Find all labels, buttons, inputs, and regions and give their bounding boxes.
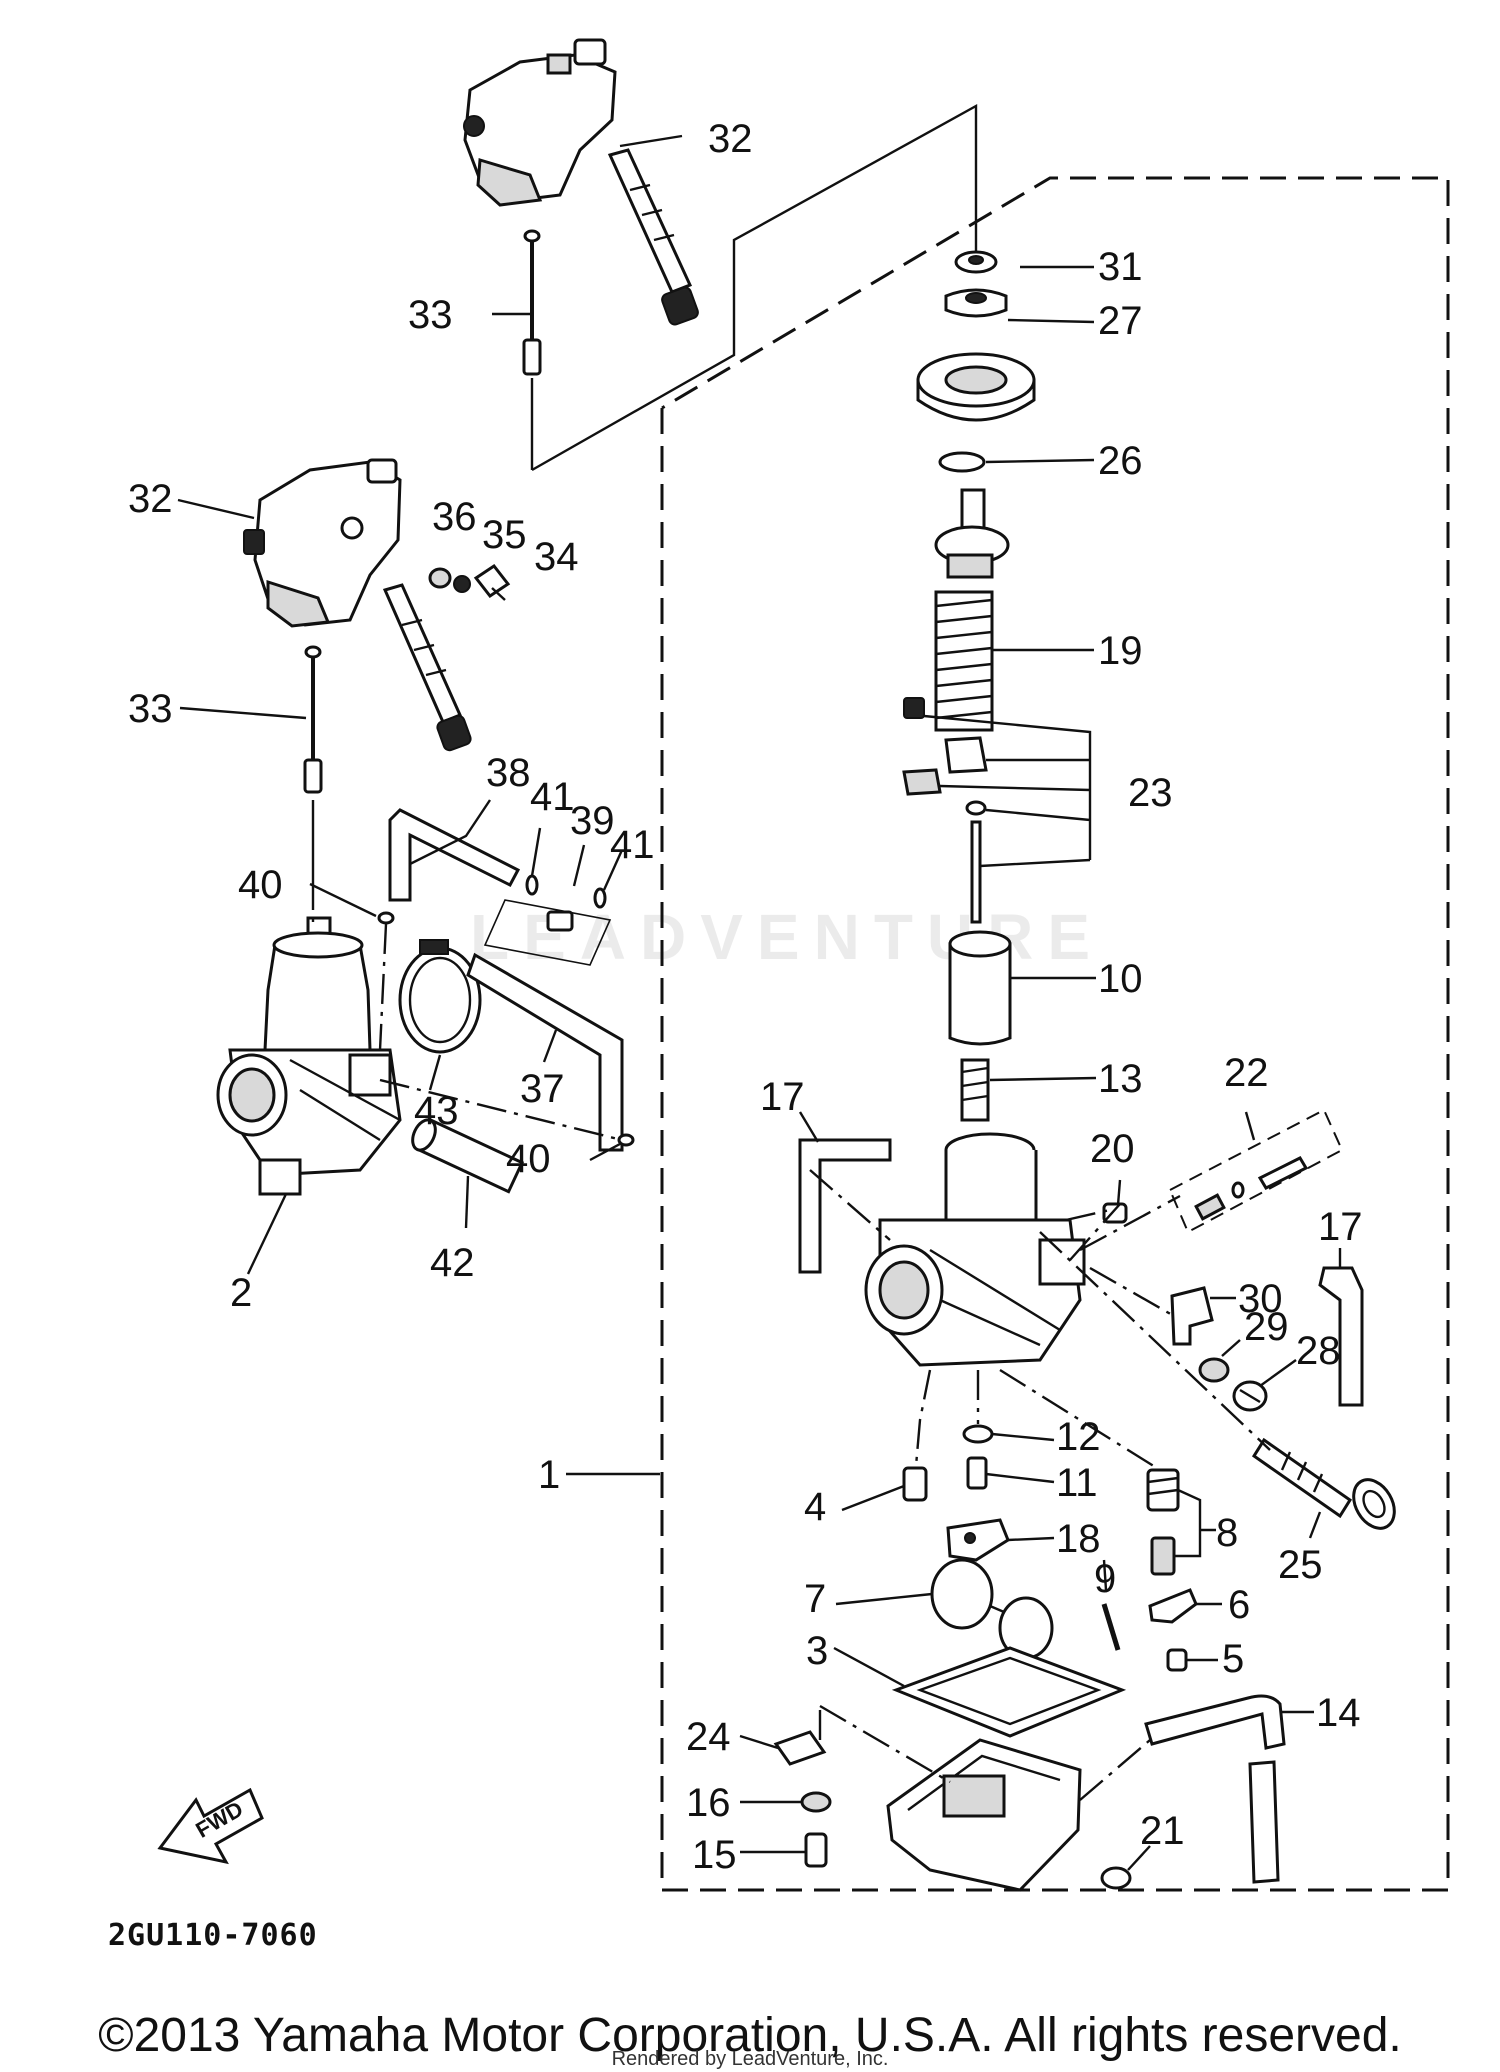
needle-set-23 [902, 697, 988, 924]
throttle-housing-lower [243, 458, 472, 752]
callout-2: 2 [230, 1271, 252, 1315]
screw-28 [1232, 1380, 1268, 1412]
washer-16 [800, 1791, 832, 1813]
callout-40a: 40 [238, 863, 283, 907]
callout-12: 12 [1056, 1415, 1101, 1459]
callout-26: 26 [1098, 439, 1143, 483]
callout-37: 37 [520, 1067, 565, 1111]
callout-35: 35 [482, 513, 527, 557]
callout-9: 9 [1094, 1557, 1116, 1601]
callout-17b: 17 [1318, 1205, 1363, 1249]
callout-38: 38 [486, 751, 531, 795]
diagram-code: 2GU110-7060 [108, 1918, 318, 1953]
jet-4 [902, 1466, 928, 1502]
callout-15: 15 [692, 1833, 737, 1877]
washer-29 [1198, 1357, 1230, 1383]
throttle-cable-upper [522, 229, 542, 470]
plate-24 [773, 1730, 827, 1766]
pilot-kit-22 [1168, 1108, 1344, 1234]
leader-lines [177, 103, 1342, 1871]
spring-19 [934, 590, 994, 732]
cable-adjuster-parts [428, 563, 511, 601]
callout-22: 22 [1224, 1051, 1269, 1095]
hose-37 [466, 952, 624, 1152]
float-chamber [886, 1738, 1082, 1892]
callout-19: 19 [1098, 629, 1143, 673]
callout-28: 28 [1296, 1329, 1341, 1373]
assembly-boundary [660, 176, 1450, 1892]
callout-7: 7 [804, 1577, 826, 1621]
needle-jet-13 [960, 1058, 990, 1122]
callout-25: 25 [1278, 1543, 1323, 1587]
carburetor-body-right [864, 1132, 1086, 1367]
callout-39: 39 [570, 799, 615, 843]
callout-21: 21 [1140, 1809, 1185, 1853]
hose-17 [1318, 1266, 1364, 1407]
callout-4: 4 [804, 1485, 826, 1529]
callout-40b: 40 [506, 1137, 551, 1181]
throttle-housing-upper [463, 38, 699, 326]
callout-16: 16 [686, 1781, 731, 1825]
callout-29: 29 [1244, 1305, 1289, 1349]
callout-14: 14 [1316, 1691, 1361, 1735]
callout-34: 34 [534, 535, 579, 579]
hose-14 [1144, 1694, 1286, 1884]
callout-10: 10 [1098, 957, 1143, 1001]
throttle-cable-lower [303, 645, 323, 880]
callout-labels: 1 2 3 4 5 6 7 8 9 10 11 12 13 14 15 16 1… [128, 117, 1363, 1877]
hose-38 [388, 808, 521, 902]
callout-33b: 33 [128, 687, 173, 731]
jet-11 [966, 1456, 988, 1490]
callout-31: 31 [1098, 245, 1143, 289]
carburetor-assembly-left [216, 916, 402, 1196]
callout-30: 30 [1238, 1277, 1283, 1321]
callout-18: 18 [1056, 1517, 1101, 1561]
o-ring-26 [938, 451, 986, 473]
throttle-slide-10 [948, 930, 1012, 1046]
copyright-notice: ©2013 Yamaha Motor Corporation, U.S.A. A… [98, 2009, 1402, 2062]
callout-41a: 41 [530, 775, 575, 819]
fwd-direction-arrow: FWD [157, 1787, 264, 1865]
callout-11: 11 [1056, 1461, 1098, 1505]
callout-27: 27 [1098, 299, 1143, 343]
callout-41b: 41 [610, 823, 655, 867]
lever-30 [1170, 1286, 1214, 1346]
callout-20: 20 [1090, 1127, 1135, 1171]
bracket-17 [798, 1138, 892, 1274]
callout-32a: 32 [708, 117, 753, 161]
plunger-top [934, 488, 1010, 579]
callout-43: 43 [414, 1089, 459, 1133]
float-pin-9 [1101, 1603, 1121, 1651]
callout-5: 5 [1222, 1637, 1244, 1681]
rendered-by-notice: Rendered by LeadVenture, Inc. [611, 2048, 889, 2070]
screw-15 [804, 1832, 828, 1868]
callout-1: 1 [538, 1453, 560, 1497]
callout-6: 6 [1228, 1583, 1250, 1627]
callout-36: 36 [432, 495, 477, 539]
callout-32b: 32 [128, 477, 173, 521]
callout-17a: 17 [760, 1075, 805, 1119]
callout-23: 23 [1128, 771, 1173, 815]
callout-42: 42 [430, 1241, 475, 1285]
callout-24: 24 [686, 1715, 731, 1759]
callout-8: 8 [1216, 1511, 1238, 1555]
float-7 [930, 1558, 1054, 1660]
float-pin-holder-6 [1148, 1588, 1198, 1624]
callout-13: 13 [1098, 1057, 1143, 1101]
top-cover [916, 352, 1036, 422]
needle-valve-8 [1146, 1468, 1180, 1576]
throttle-stop-screw-25 [1251, 1437, 1396, 1530]
cap-27 [944, 288, 1008, 318]
gasket-3 [891, 1646, 1127, 1738]
callout-3: 3 [806, 1629, 828, 1673]
pipe-42 [411, 1118, 525, 1194]
holder-18 [946, 1518, 1010, 1562]
washer-12 [962, 1424, 994, 1444]
callout-33a: 33 [408, 293, 453, 337]
drain-screw-21 [1100, 1866, 1132, 1890]
intake-clamp [398, 939, 482, 1054]
screw-5 [1166, 1648, 1188, 1672]
